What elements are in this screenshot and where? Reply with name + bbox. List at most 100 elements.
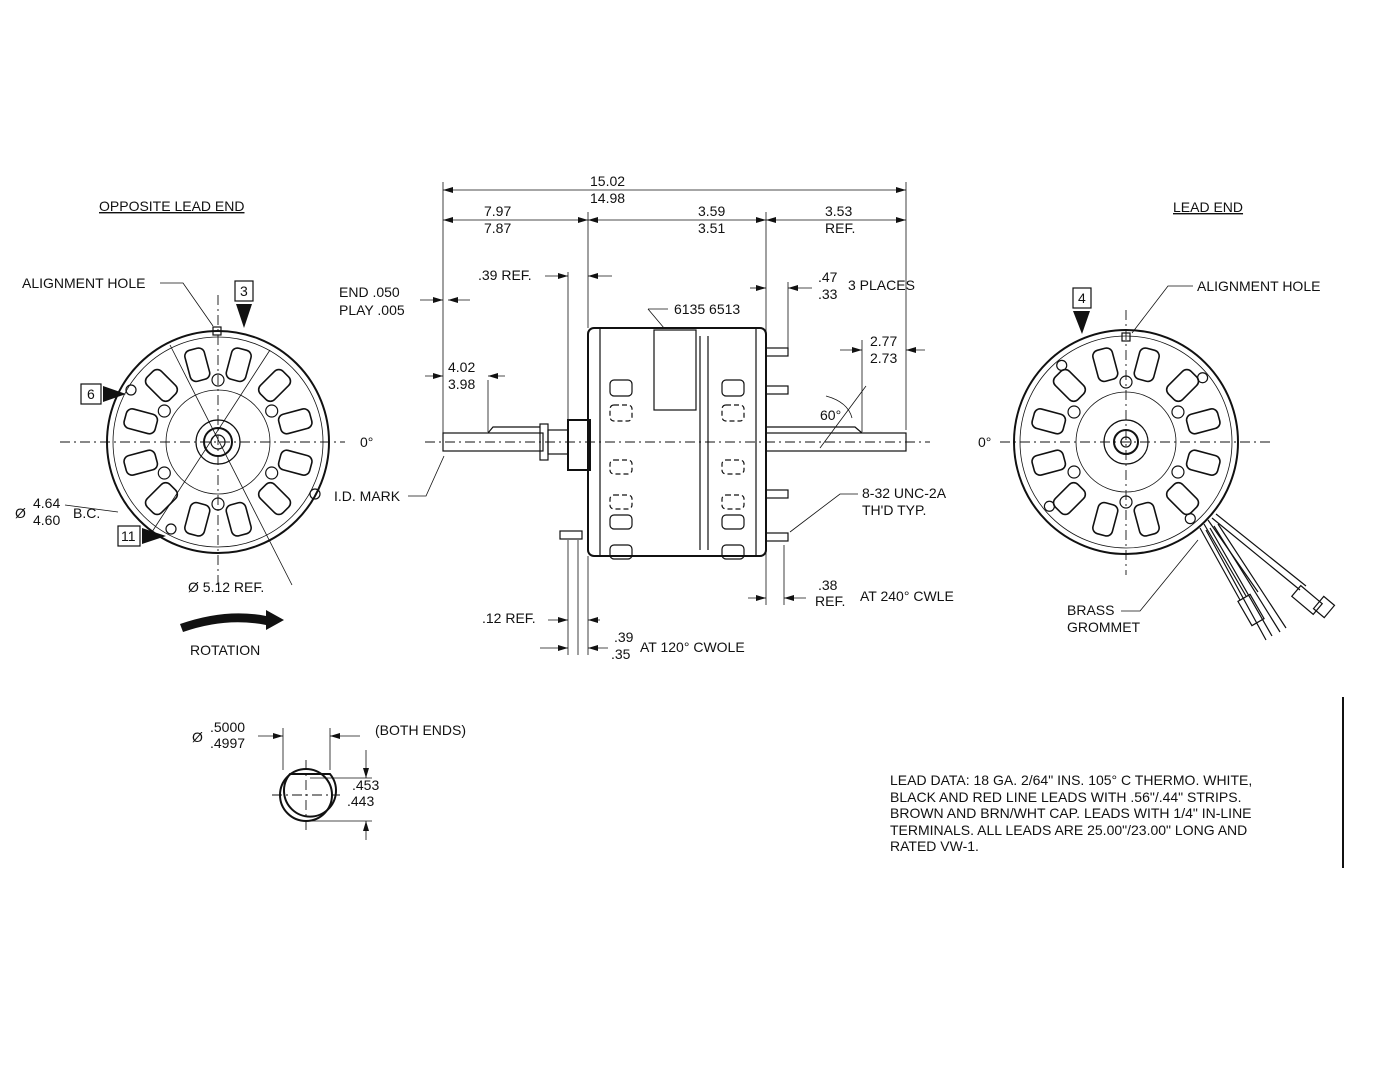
bc-dim-leader xyxy=(64,504,119,513)
lead-end-shield-outer xyxy=(1013,329,1239,555)
thread-leader xyxy=(789,493,858,533)
shaft-dia-lower: .4997 xyxy=(210,735,245,751)
lead-data-line: TERMINALS. ALL LEADS ARE 25.00"/23.00" L… xyxy=(890,821,1248,838)
id-mark-label: I.D. MARK xyxy=(334,488,401,504)
mount-hole xyxy=(1184,513,1196,525)
callout-4-number: 4 xyxy=(1078,290,1086,306)
bearing-outer xyxy=(195,419,241,465)
thread-line2: TH'D TYP. xyxy=(862,502,926,518)
bc-dia-lower: 4.60 xyxy=(33,512,60,528)
side-vent-slots xyxy=(609,379,745,560)
callout-4-box xyxy=(1072,287,1092,309)
stud xyxy=(559,530,583,540)
arrow xyxy=(558,617,568,623)
shaft-d-profile xyxy=(283,773,337,818)
vent-slot xyxy=(257,368,292,403)
cwle-240: AT 240° CWLE xyxy=(860,588,954,604)
arrow xyxy=(788,285,798,291)
vent-slot xyxy=(1185,408,1221,435)
dim-273: 2.73 xyxy=(870,350,897,366)
callout-3-box xyxy=(234,280,254,302)
shaft-end xyxy=(210,434,226,450)
lead-data-note: LEAD DATA: 18 GA. 2/64" INS. 105° C THER… xyxy=(890,772,1310,855)
vent-slot xyxy=(225,501,252,537)
alignment-hole-right xyxy=(1121,332,1131,342)
arrow xyxy=(433,297,443,303)
callout-3-arrow xyxy=(236,304,252,328)
arrow xyxy=(896,217,906,223)
thread-line1: 8-32 UNC-2A xyxy=(862,485,947,501)
brass-grommet-line2: GROMMET xyxy=(1067,619,1141,635)
terminal xyxy=(1290,584,1324,616)
callout-11-box xyxy=(117,525,141,547)
side-slot xyxy=(609,494,633,510)
lead-end-view: LEAD END ALIGNMENT HOLE 0° 4 BRASS GROMM… xyxy=(978,199,1336,641)
flat-lower: .443 xyxy=(347,793,374,809)
dim-353-ref: REF. xyxy=(825,220,855,236)
lead-hub-ring xyxy=(1075,391,1177,493)
mount-hole xyxy=(265,404,279,418)
alignment-hole-left xyxy=(212,326,222,336)
vent-slot xyxy=(123,408,159,435)
mount-holes-right xyxy=(1043,359,1209,525)
mount-hole xyxy=(265,466,279,480)
callout-6-number: 6 xyxy=(87,386,95,402)
mount-hole xyxy=(211,497,225,511)
nameplate xyxy=(653,329,697,411)
arrow xyxy=(766,217,776,223)
vent-slot xyxy=(225,347,252,383)
flat-upper: .453 xyxy=(352,777,379,793)
lead-bearing-outer xyxy=(1103,419,1149,465)
arrow xyxy=(443,187,453,193)
mount-hole xyxy=(1171,465,1185,479)
bc-label: B.C. xyxy=(73,505,100,521)
mount-hole xyxy=(1119,495,1133,509)
vent-slot xyxy=(1165,368,1200,403)
arrow xyxy=(852,347,862,353)
side-slot xyxy=(721,379,745,397)
front-cap xyxy=(567,419,591,471)
mount-hole xyxy=(211,373,225,387)
mount-hole xyxy=(1067,405,1081,419)
vent-slot xyxy=(1185,449,1221,476)
alignment-hole-leader-right xyxy=(1131,285,1193,334)
vent-slot xyxy=(144,481,179,516)
side-slot xyxy=(721,514,745,530)
shaft-step-left xyxy=(487,426,540,434)
vent-slot xyxy=(257,481,292,516)
part-leader xyxy=(647,308,665,329)
stud-6 xyxy=(125,384,137,396)
lead-data-line: RATED VW-1. xyxy=(890,838,979,854)
arrow xyxy=(588,217,598,223)
side-slot xyxy=(609,514,633,530)
vent-slots-right xyxy=(1031,347,1221,537)
arrow xyxy=(906,347,916,353)
rotation-label: ROTATION xyxy=(190,642,260,658)
lead-end-shield-inner xyxy=(1019,335,1233,549)
stud xyxy=(765,489,789,499)
lead-wire xyxy=(1205,523,1287,641)
dim-39b: .39 xyxy=(614,629,634,645)
side-slot xyxy=(721,544,745,560)
motor-housing xyxy=(587,327,767,557)
vent-slot xyxy=(184,501,211,537)
mount-hole xyxy=(1197,372,1209,384)
callout-6-box xyxy=(80,383,102,405)
side-slot xyxy=(609,379,633,397)
bolt-circle-leader xyxy=(149,349,271,536)
lead-bearing-inner xyxy=(1113,429,1139,455)
vent-slot xyxy=(1092,501,1119,537)
end-play-line1: END .050 xyxy=(339,284,400,300)
cwole-120: AT 120° CWOLE xyxy=(640,639,745,655)
dim-402: 4.02 xyxy=(448,359,475,375)
mount-hole xyxy=(157,404,171,418)
arrow xyxy=(588,645,598,651)
zero-degree-label-left: 0° xyxy=(360,434,373,450)
dim-33: .33 xyxy=(818,286,838,302)
vent-slot xyxy=(144,368,179,403)
side-slot xyxy=(609,544,633,560)
arrow xyxy=(443,217,453,223)
bc-dia-symbol: Ø xyxy=(15,505,26,521)
stud-11 xyxy=(165,523,177,535)
side-slot xyxy=(721,494,745,510)
